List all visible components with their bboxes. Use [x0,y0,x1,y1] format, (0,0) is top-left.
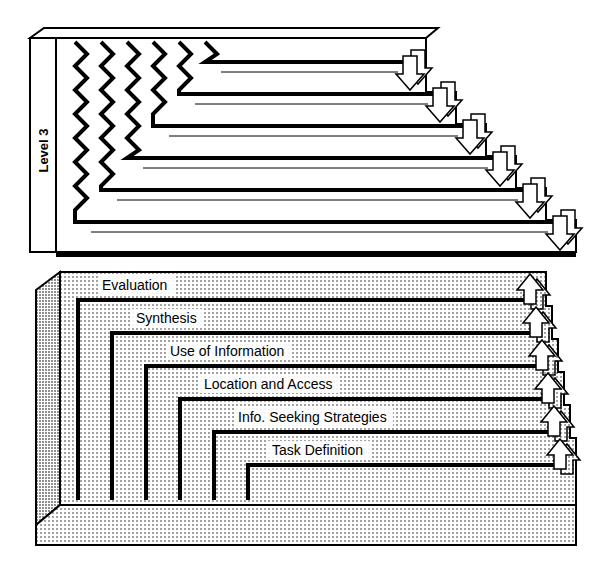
block-bottom [36,505,576,545]
zigzag-arrow [153,42,470,126]
zigzag-arrow [127,42,500,158]
block-side [30,38,56,252]
arrow-head [456,120,484,154]
block-front [60,272,576,505]
step-label: Evaluation [98,276,174,294]
band-line [91,232,548,233]
step-band: Synthesis [132,309,203,327]
step-label: Synthesis [132,309,203,327]
band-line [195,104,428,105]
arrow-head [547,439,573,469]
arrow-head [546,216,574,250]
arrow-head [486,152,514,186]
arrow-head [523,307,549,337]
step-band: Task Definition [268,441,370,459]
arrow-head [529,340,555,370]
step-label: Location and Access [200,375,339,393]
arrow-head [396,56,424,90]
block-side [36,272,60,525]
zigzag-arrow [75,42,560,222]
band-line [169,136,458,137]
arrow-head [426,88,454,122]
arrow-head [541,406,567,436]
step-label: Info. Seeking Strategies [234,408,393,426]
step-band: Use of Information [166,342,291,360]
arrow-head [535,373,561,403]
band-line [143,168,488,169]
arrow-head [516,184,544,218]
zigzag-arrow [101,42,530,190]
zigzag-arrow [205,42,410,62]
zigzag-arrow [112,333,536,500]
step-band: Evaluation [98,276,174,294]
arrow-head [517,274,543,304]
step-band: Info. Seeking Strategies [234,408,393,426]
step-label: Task Definition [268,441,370,459]
step-label: Use of Information [166,342,291,360]
zigzag-arrow [180,399,548,500]
block-top [30,28,438,38]
block-front [56,38,576,252]
level-label: Level 3 [36,126,51,174]
block-base [56,252,576,257]
step-band: Location and Access [200,375,339,393]
band-line [117,200,518,201]
zigzag-arrow [248,465,560,500]
zigzag-arrow [179,42,440,94]
band-line [221,72,398,73]
